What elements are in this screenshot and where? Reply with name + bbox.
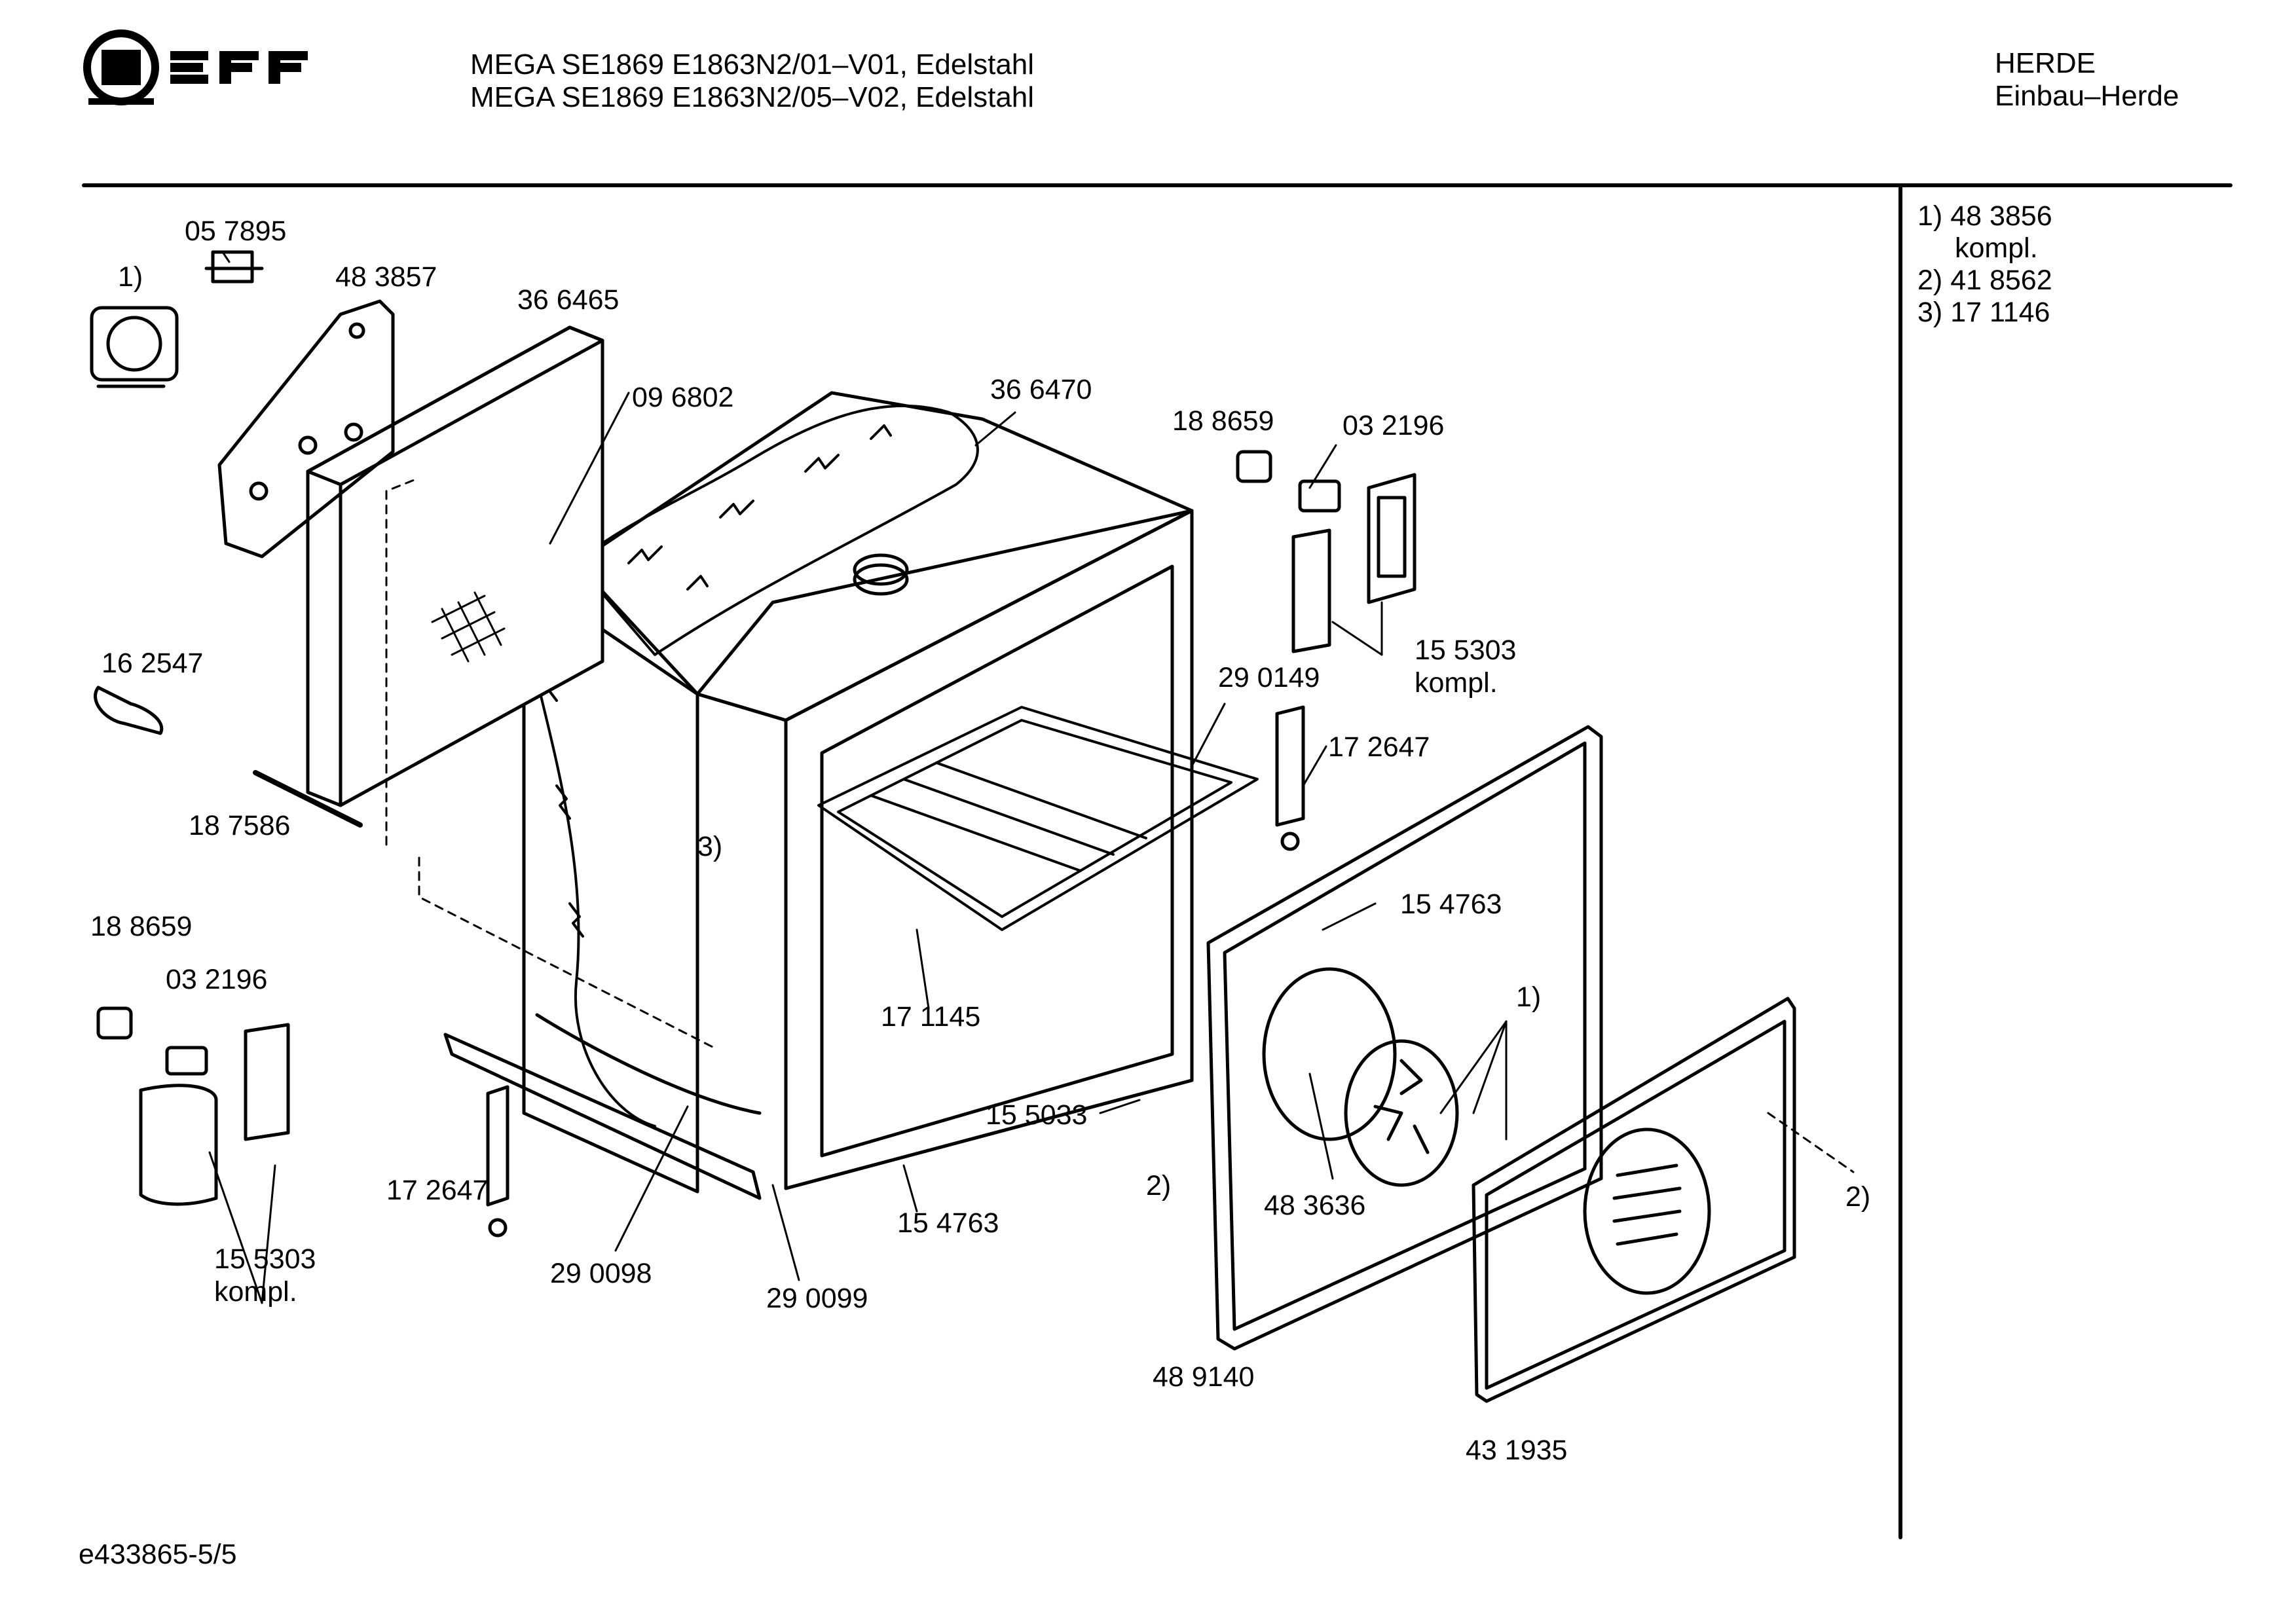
label-17-1145: 17 1145 bbox=[881, 1001, 981, 1033]
legend-ref: 3) bbox=[1917, 297, 1943, 328]
label-48-3857: 48 3857 bbox=[335, 261, 437, 293]
label-43-1935: 43 1935 bbox=[1466, 1435, 1568, 1466]
label-ref3: 3) bbox=[697, 831, 723, 862]
leader-lines bbox=[208, 251, 1855, 1304]
inner-door-frame bbox=[1206, 725, 1603, 1351]
legend-item-1: 1) 48 3856 bbox=[1917, 200, 2052, 232]
label-18-7586: 18 7586 bbox=[189, 810, 291, 841]
legend-part: 17 1146 bbox=[1950, 297, 2050, 328]
label-kompl-top: kompl. bbox=[1415, 667, 1498, 699]
label-ref1-top: 1) bbox=[118, 261, 143, 293]
lamp-assembly-left bbox=[96, 1006, 290, 1206]
legend: 1) 48 3856 kompl. 2) 41 8562 3) 17 1146 bbox=[1917, 200, 2052, 329]
legend-part: 41 8562 bbox=[1950, 265, 2052, 296]
fan-cover-plate bbox=[1472, 997, 1796, 1403]
label-05-7895: 05 7895 bbox=[185, 215, 287, 247]
document-id: e433865-5/5 bbox=[79, 1539, 237, 1570]
category: HERDE bbox=[1995, 47, 2096, 79]
label-ref2-mid: 2) bbox=[1146, 1170, 1172, 1201]
label-36-6465: 36 6465 bbox=[517, 284, 620, 316]
label-15-5303-top: 15 5303 bbox=[1415, 634, 1517, 666]
model-line-2: MEGA SE1869 E1863N2/05–V02, Edelstahl bbox=[470, 81, 1035, 113]
label-15-4763-right: 15 4763 bbox=[1400, 888, 1502, 920]
label-18-8659-top: 18 8659 bbox=[1172, 405, 1274, 437]
label-18-8659-left: 18 8659 bbox=[90, 911, 193, 942]
model-line-1: MEGA SE1869 E1863N2/01–V01, Edelstahl bbox=[470, 48, 1035, 81]
label-15-5033: 15 5033 bbox=[986, 1099, 1088, 1131]
label-29-0098: 29 0098 bbox=[550, 1258, 652, 1289]
lamp-assembly-top bbox=[1236, 450, 1416, 653]
legend-note: kompl. bbox=[1955, 232, 2038, 264]
label-16-2547: 16 2547 bbox=[102, 648, 204, 679]
sensor bbox=[253, 770, 363, 828]
oven-cavity bbox=[522, 391, 1194, 1194]
label-36-6470: 36 6470 bbox=[990, 374, 1092, 405]
label-17-2647-right: 17 2647 bbox=[1328, 731, 1430, 763]
rail-bracket-right bbox=[1275, 705, 1305, 851]
legend-item-3: 3) 17 1146 bbox=[1917, 297, 2052, 329]
back-panel bbox=[306, 325, 604, 807]
label-15-5303-left: 15 5303 bbox=[214, 1243, 316, 1275]
bottom-rail bbox=[443, 1013, 762, 1237]
neff-logo-mark bbox=[83, 29, 308, 105]
label-ref2-right: 2) bbox=[1845, 1181, 1871, 1213]
legend-part: 48 3856 bbox=[1950, 200, 2052, 232]
insulation-mat bbox=[523, 404, 979, 1127]
legend-ref: 2) bbox=[1917, 265, 1943, 296]
oven-rack bbox=[817, 706, 1259, 931]
fan-motor bbox=[90, 306, 179, 388]
subcategory: Einbau–Herde bbox=[1995, 80, 2179, 112]
label-29-0099: 29 0099 bbox=[766, 1283, 868, 1314]
clip bbox=[94, 686, 164, 735]
label-15-4763-bottom: 15 4763 bbox=[897, 1207, 999, 1239]
label-03-2196-left: 03 2196 bbox=[166, 964, 268, 995]
label-kompl-left: kompl. bbox=[214, 1276, 297, 1308]
label-48-9140: 48 9140 bbox=[1153, 1361, 1255, 1393]
legend-item-2: 2) 41 8562 bbox=[1917, 265, 2052, 297]
label-09-6802: 09 6802 bbox=[632, 382, 734, 413]
cover-plate bbox=[217, 299, 395, 559]
label-29-0149: 29 0149 bbox=[1218, 662, 1320, 693]
switch bbox=[204, 250, 264, 284]
label-ref1-fan: 1) bbox=[1516, 981, 1542, 1013]
label-17-2647-left: 17 2647 bbox=[386, 1175, 489, 1206]
fan-ring bbox=[1262, 967, 1459, 1187]
label-03-2196-top: 03 2196 bbox=[1342, 410, 1445, 441]
neff-logo bbox=[79, 25, 354, 117]
label-48-3636: 48 3636 bbox=[1264, 1190, 1366, 1221]
legend-ref: 1) bbox=[1917, 200, 1943, 232]
